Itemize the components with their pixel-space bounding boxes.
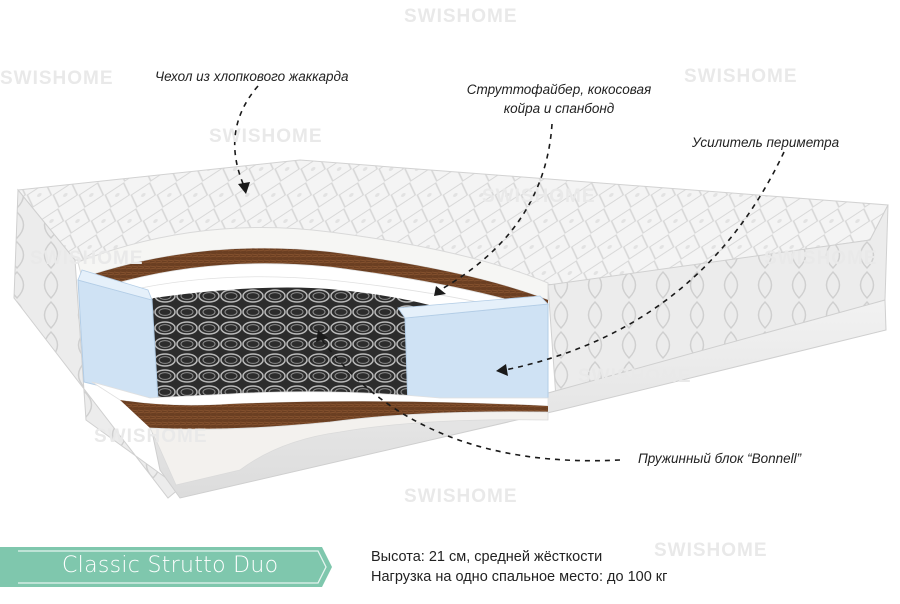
spec-load: Нагрузка на одно спальное место: до 100 … (371, 569, 668, 585)
callout-leaders (233, 85, 785, 462)
coir-layer-bottom (120, 400, 548, 430)
spring-block (140, 287, 470, 398)
callout-cover: Чехол из хлопкового жаккарда (155, 69, 349, 84)
leader-filler (439, 123, 553, 291)
watermark-text: SWISHOME (209, 126, 323, 147)
watermark-text: SWISHOME (764, 248, 878, 269)
callout-filler: Струттофайбер, кокосовая койра и спанбон… (452, 80, 666, 118)
perimeter-foam-right (404, 303, 549, 409)
callout-perimeter: Усилитель периметра (692, 135, 840, 150)
watermark-text: SWISHOME (578, 366, 692, 387)
watermark-text: SWISHOME (94, 426, 208, 447)
callout-filler-line1: Струттофайбер, кокосовая (466, 82, 652, 97)
spec-height: Высота: 21 см, средней жёсткости (371, 549, 603, 565)
watermark-text: SWISHOME (404, 6, 518, 27)
coir-layer-top (82, 248, 548, 312)
leader-arrowheads (238, 182, 508, 376)
product-specs: Высота: 21 см, средней жёсткости Нагрузк… (371, 547, 667, 587)
product-banner-shape (0, 547, 332, 587)
watermark-text: SWISHOME (404, 486, 518, 507)
callout-spring-block: Пружинный блок “Bonnell” (638, 451, 802, 466)
mattress-side-right (547, 204, 889, 399)
callout-filler-line2: койра и спанбонд (503, 101, 615, 116)
product-name: Classic Strutto Duo (62, 553, 279, 578)
watermark-text: SWISHOME (0, 68, 114, 89)
leader-cover (233, 85, 259, 187)
watermark-text: SWISHOME (684, 66, 798, 87)
watermark-text: SWISHOME (482, 186, 596, 207)
watermark-text: SWISHOME (30, 248, 144, 269)
watermark-text: SWISHOME (654, 540, 768, 561)
leader-perimeter (504, 151, 785, 371)
bottom-foam-layer (149, 411, 549, 486)
leader-springs (321, 339, 621, 462)
